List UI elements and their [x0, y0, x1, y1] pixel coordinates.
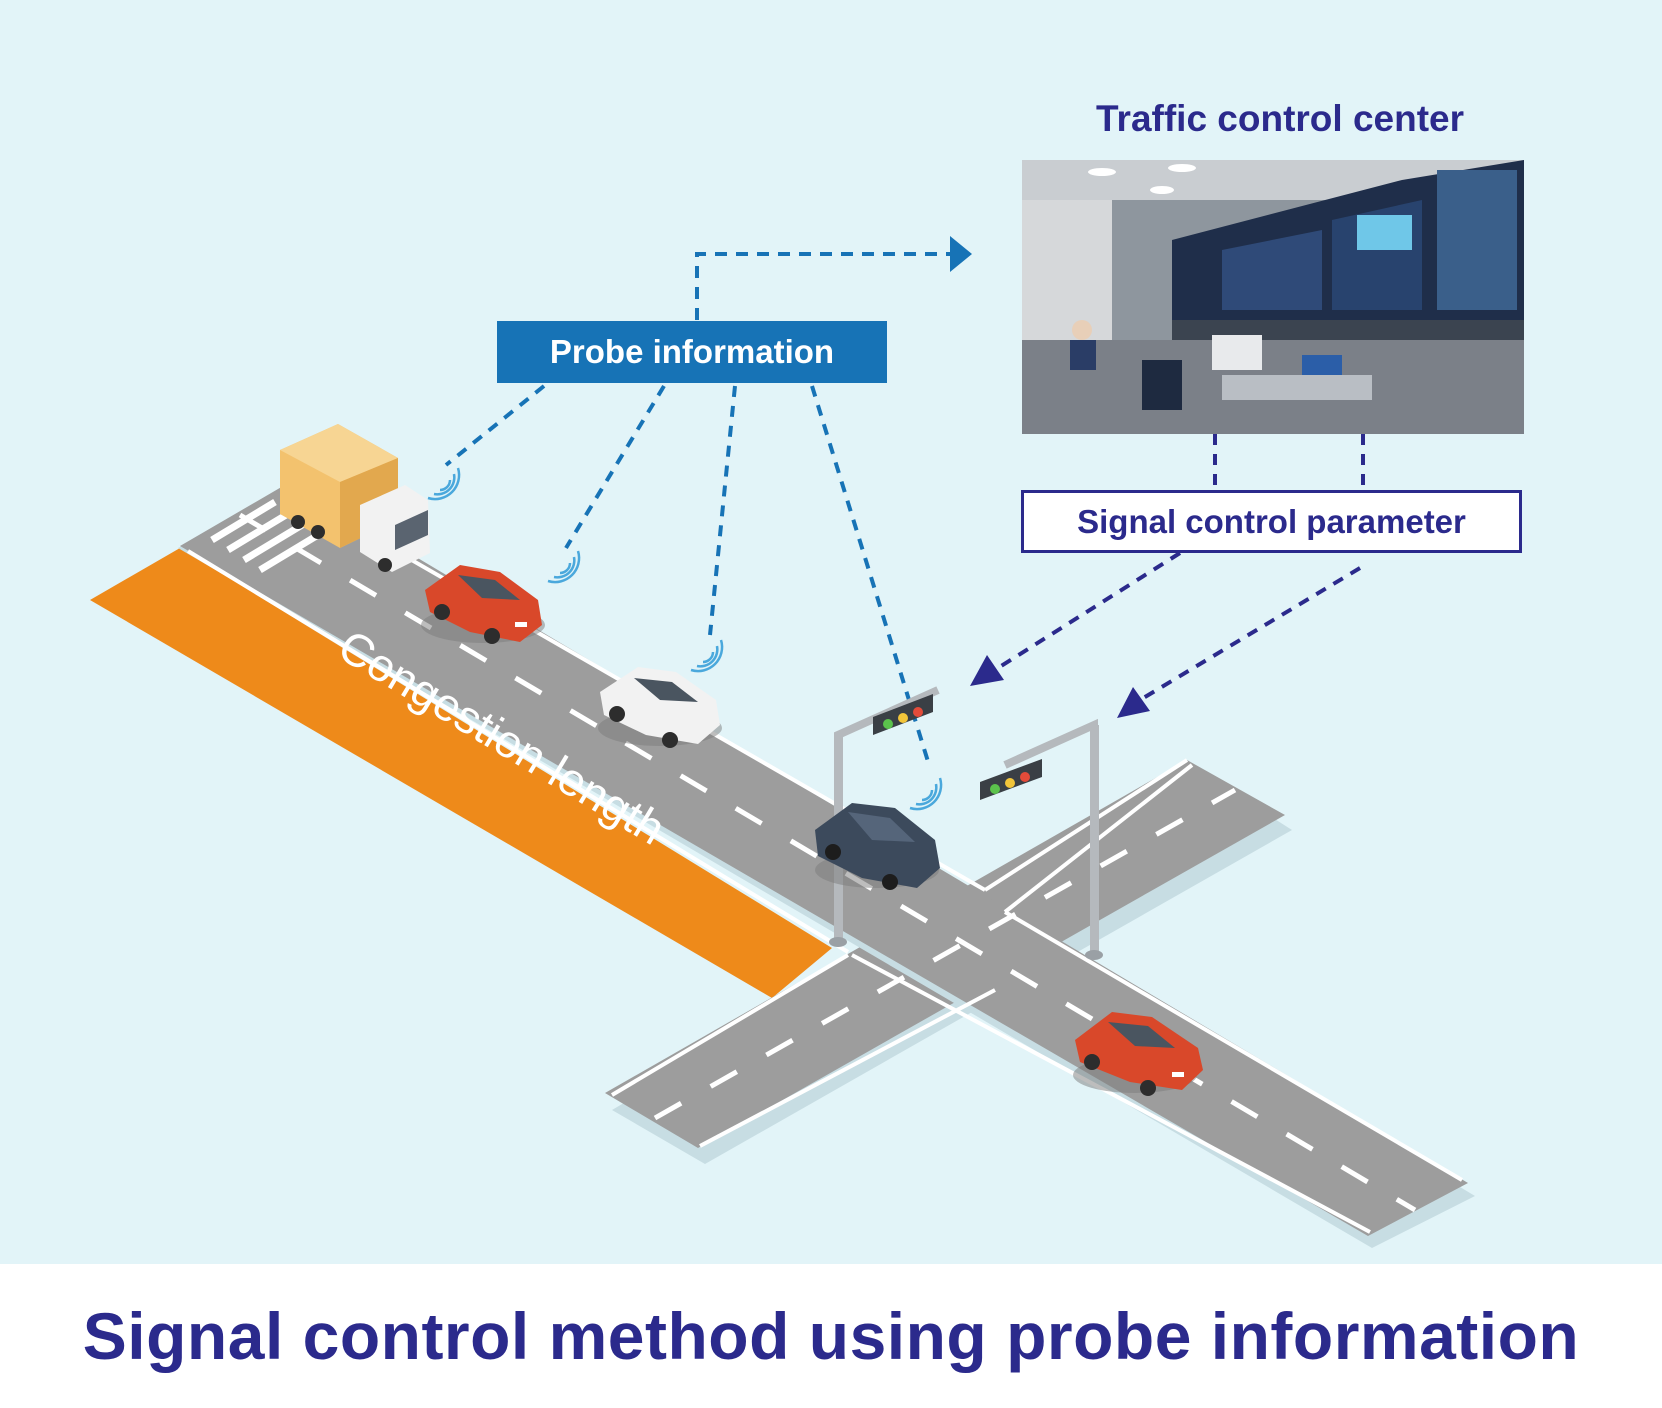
wireless-signal-icon	[427, 467, 943, 811]
control-room-photo	[1022, 160, 1524, 434]
car-icon	[815, 803, 940, 890]
cross-road-lane-dashes	[653, 787, 1237, 1121]
traffic-signal-pole-right	[980, 718, 1103, 960]
traffic-light-icon	[980, 759, 1042, 800]
param-arrow-head-2	[1117, 687, 1150, 718]
congestion-band	[90, 548, 832, 998]
probe-information-label: Probe information	[497, 321, 887, 383]
signal-control-parameter-label: Signal control parameter	[1021, 490, 1522, 553]
probe-arrow-head	[950, 236, 972, 272]
illustration	[90, 236, 1475, 1248]
traffic-light-icon	[873, 694, 933, 735]
param-arrow-head-1	[970, 655, 1004, 686]
control-room-image	[1022, 160, 1524, 434]
car-icon	[1073, 1012, 1203, 1096]
probe-data-links	[444, 384, 932, 769]
main-title: Signal control method using probe inform…	[82, 1299, 1580, 1373]
center-to-param-links	[996, 434, 1365, 702]
car-icon	[421, 565, 545, 644]
truck-icon	[280, 424, 430, 572]
probe-to-center-arrow	[695, 252, 950, 320]
title-area	[0, 1264, 1662, 1408]
traffic-control-center-title: Traffic control center	[1095, 98, 1465, 139]
car-icon	[598, 667, 722, 748]
